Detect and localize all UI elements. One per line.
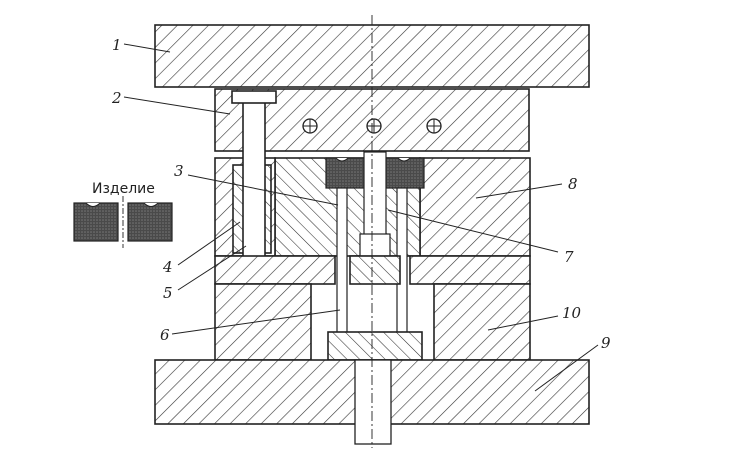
callout-8: 8 <box>568 175 578 193</box>
callout-2: 2 <box>111 89 122 107</box>
workpiece-left <box>325 157 369 189</box>
die-block-right <box>419 157 531 257</box>
mid-plate-center <box>349 255 401 285</box>
mid-plate-left <box>214 255 336 285</box>
workpiece-right <box>381 157 425 189</box>
mid-plate-right <box>409 255 531 285</box>
callout-10: 10 <box>562 304 582 322</box>
callout-6: 6 <box>160 326 170 344</box>
ejector-pin <box>336 187 348 339</box>
callout-7: 7 <box>564 248 574 266</box>
product-inset-right <box>127 202 173 242</box>
callout-4: 4 <box>162 258 173 276</box>
product-label: Изделие <box>92 181 155 197</box>
callout-9: 9 <box>601 334 611 352</box>
callout-5: 5 <box>163 284 173 302</box>
ejector-plate <box>327 331 423 361</box>
center-punch-step <box>359 233 391 257</box>
die-holder-left <box>214 283 312 361</box>
guide-pin <box>242 99 266 258</box>
callout-3: 3 <box>174 162 184 180</box>
guide-pin-head <box>231 90 277 104</box>
callout-1: 1 <box>112 36 122 54</box>
ejector-rod <box>354 359 392 445</box>
product-inset-left <box>73 202 119 242</box>
die-holder-right <box>433 283 531 361</box>
